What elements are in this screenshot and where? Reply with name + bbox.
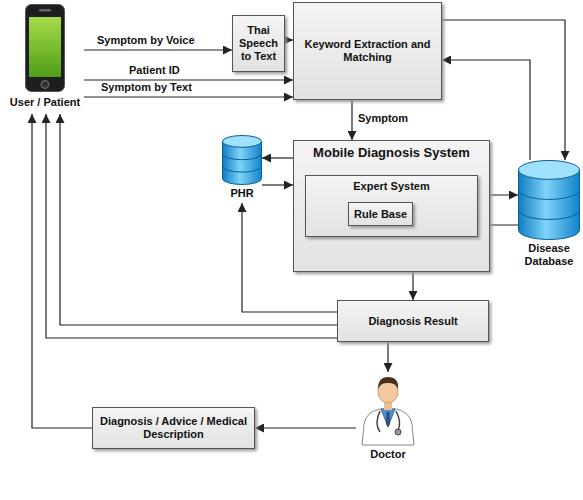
edge-label: Symptom by Text: [100, 81, 193, 94]
stethoscope-tube: [377, 411, 400, 432]
phone-icon: [25, 4, 65, 92]
cylinder-body: [223, 141, 262, 184]
connector-arrow: [84, 96, 293, 97]
process-box: Thai Speech to Text: [232, 15, 285, 72]
node-text: Disease Database: [518, 242, 580, 268]
edge-label: Symptom: [357, 112, 409, 125]
connector-arrow: [84, 49, 232, 50]
connector-arrow: [255, 427, 356, 428]
database-node: PHR: [222, 135, 262, 203]
doctor-node: Doctor: [356, 372, 420, 464]
phone-body: [26, 5, 65, 92]
cylinder-band: [519, 190, 580, 199]
cylinder-body: [519, 170, 580, 240]
doctor-tie: [386, 412, 390, 427]
node-text: Thai Speech to Text: [237, 24, 280, 63]
edge-label: Patient ID: [128, 64, 181, 77]
node-text: Diagnosis / Advice / Medical Description: [97, 415, 250, 441]
cylinder-top: [223, 136, 262, 148]
process-box: Expert SystemRule Base: [305, 175, 478, 237]
connector-arrow: [351, 100, 352, 140]
edge-label: Symptom by Voice: [96, 34, 196, 47]
node-text: PHR: [230, 187, 253, 200]
phone-button: [41, 81, 49, 89]
node-text: Rule Base: [354, 208, 407, 221]
phone-screen: [29, 17, 61, 77]
cylinder-band: [519, 210, 580, 219]
database-cylinder: [518, 160, 580, 240]
database-cylinder: [222, 135, 262, 185]
node-text: Diagnosis Result: [368, 315, 457, 328]
doctor-shirt: [381, 409, 395, 427]
node-text: User / Patient: [10, 96, 80, 109]
doctor-icon: [358, 372, 418, 446]
cylinder-band: [223, 154, 262, 160]
doctor-coat: [362, 409, 414, 445]
process-box: Rule Base: [348, 202, 413, 226]
node-text: Mobile Diagnosis System: [313, 145, 470, 161]
connector-arrow: [285, 39, 293, 40]
cylinder-band: [223, 166, 262, 172]
process-box: Keyword Extraction and Matching: [293, 2, 442, 100]
connector-arrow: [262, 157, 293, 158]
node-text: Doctor: [370, 448, 405, 461]
phone-speaker: [39, 9, 51, 12]
database-node: Disease Database: [518, 160, 580, 270]
connector-arrow: [32, 114, 92, 428]
node-text: Keyword Extraction and Matching: [298, 38, 437, 64]
connector-arrow: [387, 342, 388, 372]
connector-arrow: [412, 272, 413, 300]
connector-arrow: [262, 184, 293, 185]
node-text: Expert System: [353, 180, 429, 193]
connector-arrow: [442, 20, 565, 160]
process-box: Diagnosis / Advice / Medical Description: [92, 407, 255, 449]
cylinder-top: [519, 161, 580, 180]
stethoscope-chest-piece: [395, 429, 401, 435]
process-box: Mobile Diagnosis SystemExpert SystemRule…: [293, 140, 490, 272]
doctor-hair: [378, 377, 398, 389]
user-node: User / Patient: [6, 4, 84, 114]
process-box: Diagnosis Result: [337, 300, 489, 342]
